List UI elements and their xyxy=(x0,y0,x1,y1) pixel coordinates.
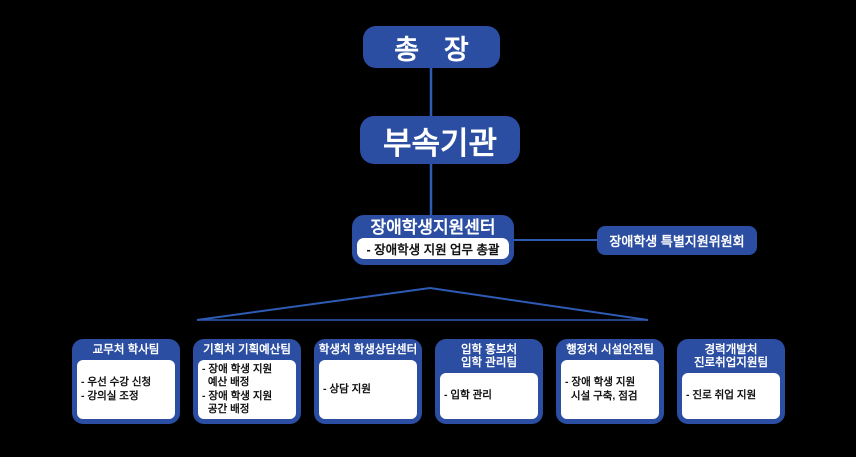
special-committee-box: 장애학생 특별지원위원회 xyxy=(597,226,757,255)
support-center-title: 장애학생지원센터 xyxy=(370,218,496,237)
dept-item: 예산 배정 xyxy=(202,376,250,388)
dept-box-student-counseling: 학생처 학생상담센터 - 상담 지원 xyxy=(314,339,422,424)
dept-item: - 장애 학생 지원 xyxy=(202,362,273,375)
special-committee-label: 장애학생 특별지원위원회 xyxy=(609,234,745,249)
dept-item: - 입학 관리 xyxy=(444,389,492,402)
president-label: 총 장 xyxy=(394,34,478,65)
dept-title: 행정처 시설안전팀 xyxy=(566,344,654,356)
affiliate-org-label: 부속기관 xyxy=(382,125,498,161)
dept-title: 경력개발처 진로취업지원팀 xyxy=(693,344,769,369)
support-center-box: 장애학생지원센터 - 장애학생 지원 업무 총괄 xyxy=(352,215,514,265)
dept-item: - 진로 취업 지원 xyxy=(686,389,757,402)
president-box: 총 장 xyxy=(363,26,500,68)
dept-title: 학생처 학생상담센터 xyxy=(318,344,418,356)
department-row: 교무처 학사팀 - 우선 수강 신청 - 강의실 조정 기획처 기획예산팀 - … xyxy=(72,339,785,424)
dept-box-career-development: 경력개발처 진로취업지원팀 - 진로 취업 지원 xyxy=(677,339,785,424)
affiliate-org-box: 부속기관 xyxy=(360,116,520,164)
dept-body: - 진로 취업 지원 xyxy=(682,373,780,419)
dept-item: 공간 배정 xyxy=(202,403,250,415)
connector-fan-left xyxy=(196,287,431,321)
dept-body: - 상담 지원 xyxy=(319,360,417,419)
dept-body: - 입학 관리 xyxy=(440,373,538,419)
dept-item: - 강의실 조정 xyxy=(81,389,139,402)
support-center-duty: - 장애학생 지원 업무 총괄 xyxy=(357,238,509,259)
dept-title: 입학 홍보처 입학 관리팀 xyxy=(460,344,518,369)
dept-title: 기획처 기획예산팀 xyxy=(203,344,291,356)
dept-box-facility-safety: 행정처 시설안전팀 - 장애 학생 지원 시설 구축, 점검 xyxy=(556,339,664,424)
dept-item: - 장애 학생 지원 xyxy=(565,376,636,388)
dept-body: - 장애 학생 지원 시설 구축, 점검 xyxy=(561,360,659,419)
dept-title: 교무처 학사팀 xyxy=(92,344,160,356)
dept-box-admissions: 입학 홍보처 입학 관리팀 - 입학 관리 xyxy=(435,339,543,424)
dept-box-planning-budget: 기획처 기획예산팀 - 장애 학생 지원 예산 배정 - 장애 학생 지원 공간… xyxy=(193,339,301,424)
dept-item: - 상담 지원 xyxy=(323,382,371,395)
dept-item: - 장애 학생 지원 xyxy=(202,389,273,402)
dept-box-academic-affairs: 교무처 학사팀 - 우선 수강 신청 - 강의실 조정 xyxy=(72,339,180,424)
dept-body: - 장애 학생 지원 예산 배정 - 장애 학생 지원 공간 배정 xyxy=(198,360,296,419)
connector-fan-right xyxy=(429,287,649,321)
dept-body: - 우선 수강 신청 - 강의실 조정 xyxy=(77,360,175,419)
dept-item: - 우선 수강 신청 xyxy=(81,376,152,388)
dept-item: 시설 구축, 점검 xyxy=(565,389,638,402)
